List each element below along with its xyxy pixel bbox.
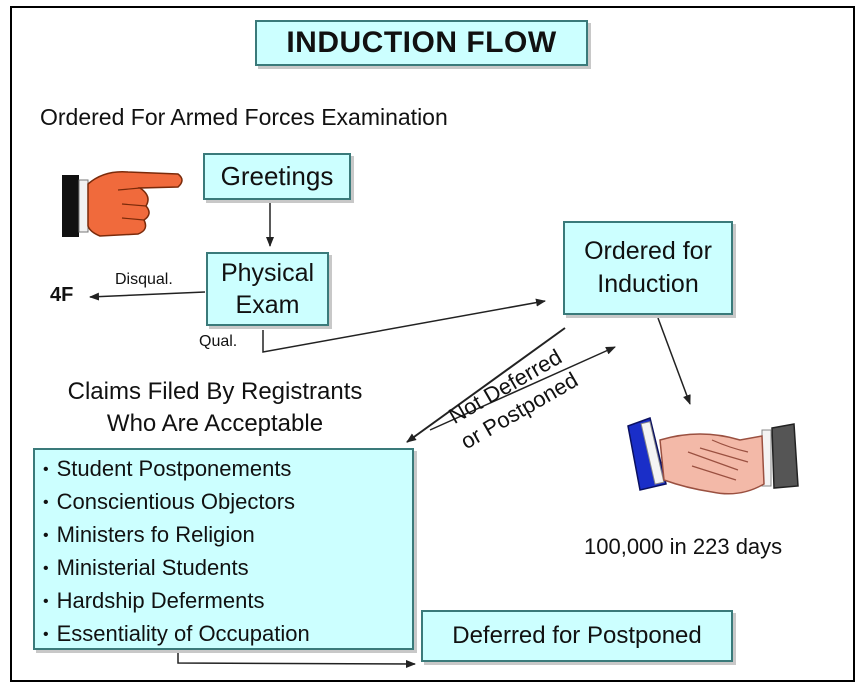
greetings-box: Greetings xyxy=(203,153,351,200)
claims-list-box: Student Postponements Conscientious Obje… xyxy=(33,448,414,650)
claims-list: Student Postponements Conscientious Obje… xyxy=(35,450,412,650)
arrow-exam-to-4f xyxy=(89,291,206,301)
list-item: Ministers fo Religion xyxy=(43,518,412,551)
handshake-icon xyxy=(627,417,799,495)
arrow-induction-to-claims xyxy=(406,327,566,443)
claims-heading: Claims Filed By Registrants Who Are Acce… xyxy=(44,376,386,440)
subtitle: Ordered For Armed Forces Examination xyxy=(40,104,448,130)
title-box: INDUCTION FLOW xyxy=(255,20,588,66)
greetings-label: Greetings xyxy=(220,161,334,191)
ordered-for-induction-box: Ordered for Induction xyxy=(563,221,733,315)
claims-heading-line-1: Claims Filed By Registrants xyxy=(67,378,363,405)
list-item: Hardship Deferments xyxy=(43,584,412,617)
page-title: INDUCTION FLOW xyxy=(286,26,557,59)
qual-label: Qual. xyxy=(199,333,238,350)
physical-exam-box: Physical Exam xyxy=(206,252,329,326)
claims-heading-line-2: Who Are Acceptable xyxy=(106,410,324,437)
induction-count: 100,000 in 223 days xyxy=(584,534,783,559)
ordered-line-2: Induction xyxy=(597,270,699,298)
physical-exam-line-1: Physical xyxy=(220,259,315,287)
list-item: Essentiality of Occupation xyxy=(43,617,412,650)
list-item: Student Postponements xyxy=(43,452,412,485)
arrow-claims-to-deferred xyxy=(177,650,416,668)
list-item: Ministerial Students xyxy=(43,551,412,584)
arrow-claims-to-induction xyxy=(429,346,616,431)
four-f-label: 4F xyxy=(50,284,74,306)
disqual-label: Disqual. xyxy=(115,271,173,288)
diagram-frame xyxy=(10,6,855,682)
ordered-line-1: Ordered for xyxy=(584,237,712,265)
deferred-label: Deferred for Postponed xyxy=(452,622,702,649)
arrow-induction-to-handshake xyxy=(657,317,691,405)
pointing-hand-icon xyxy=(62,171,183,237)
physical-exam-line-2: Exam xyxy=(235,291,300,319)
list-item: Conscientious Objectors xyxy=(43,485,412,518)
deferred-box: Deferred for Postponed xyxy=(421,610,733,662)
arrow-qual-to-induction xyxy=(262,298,546,353)
